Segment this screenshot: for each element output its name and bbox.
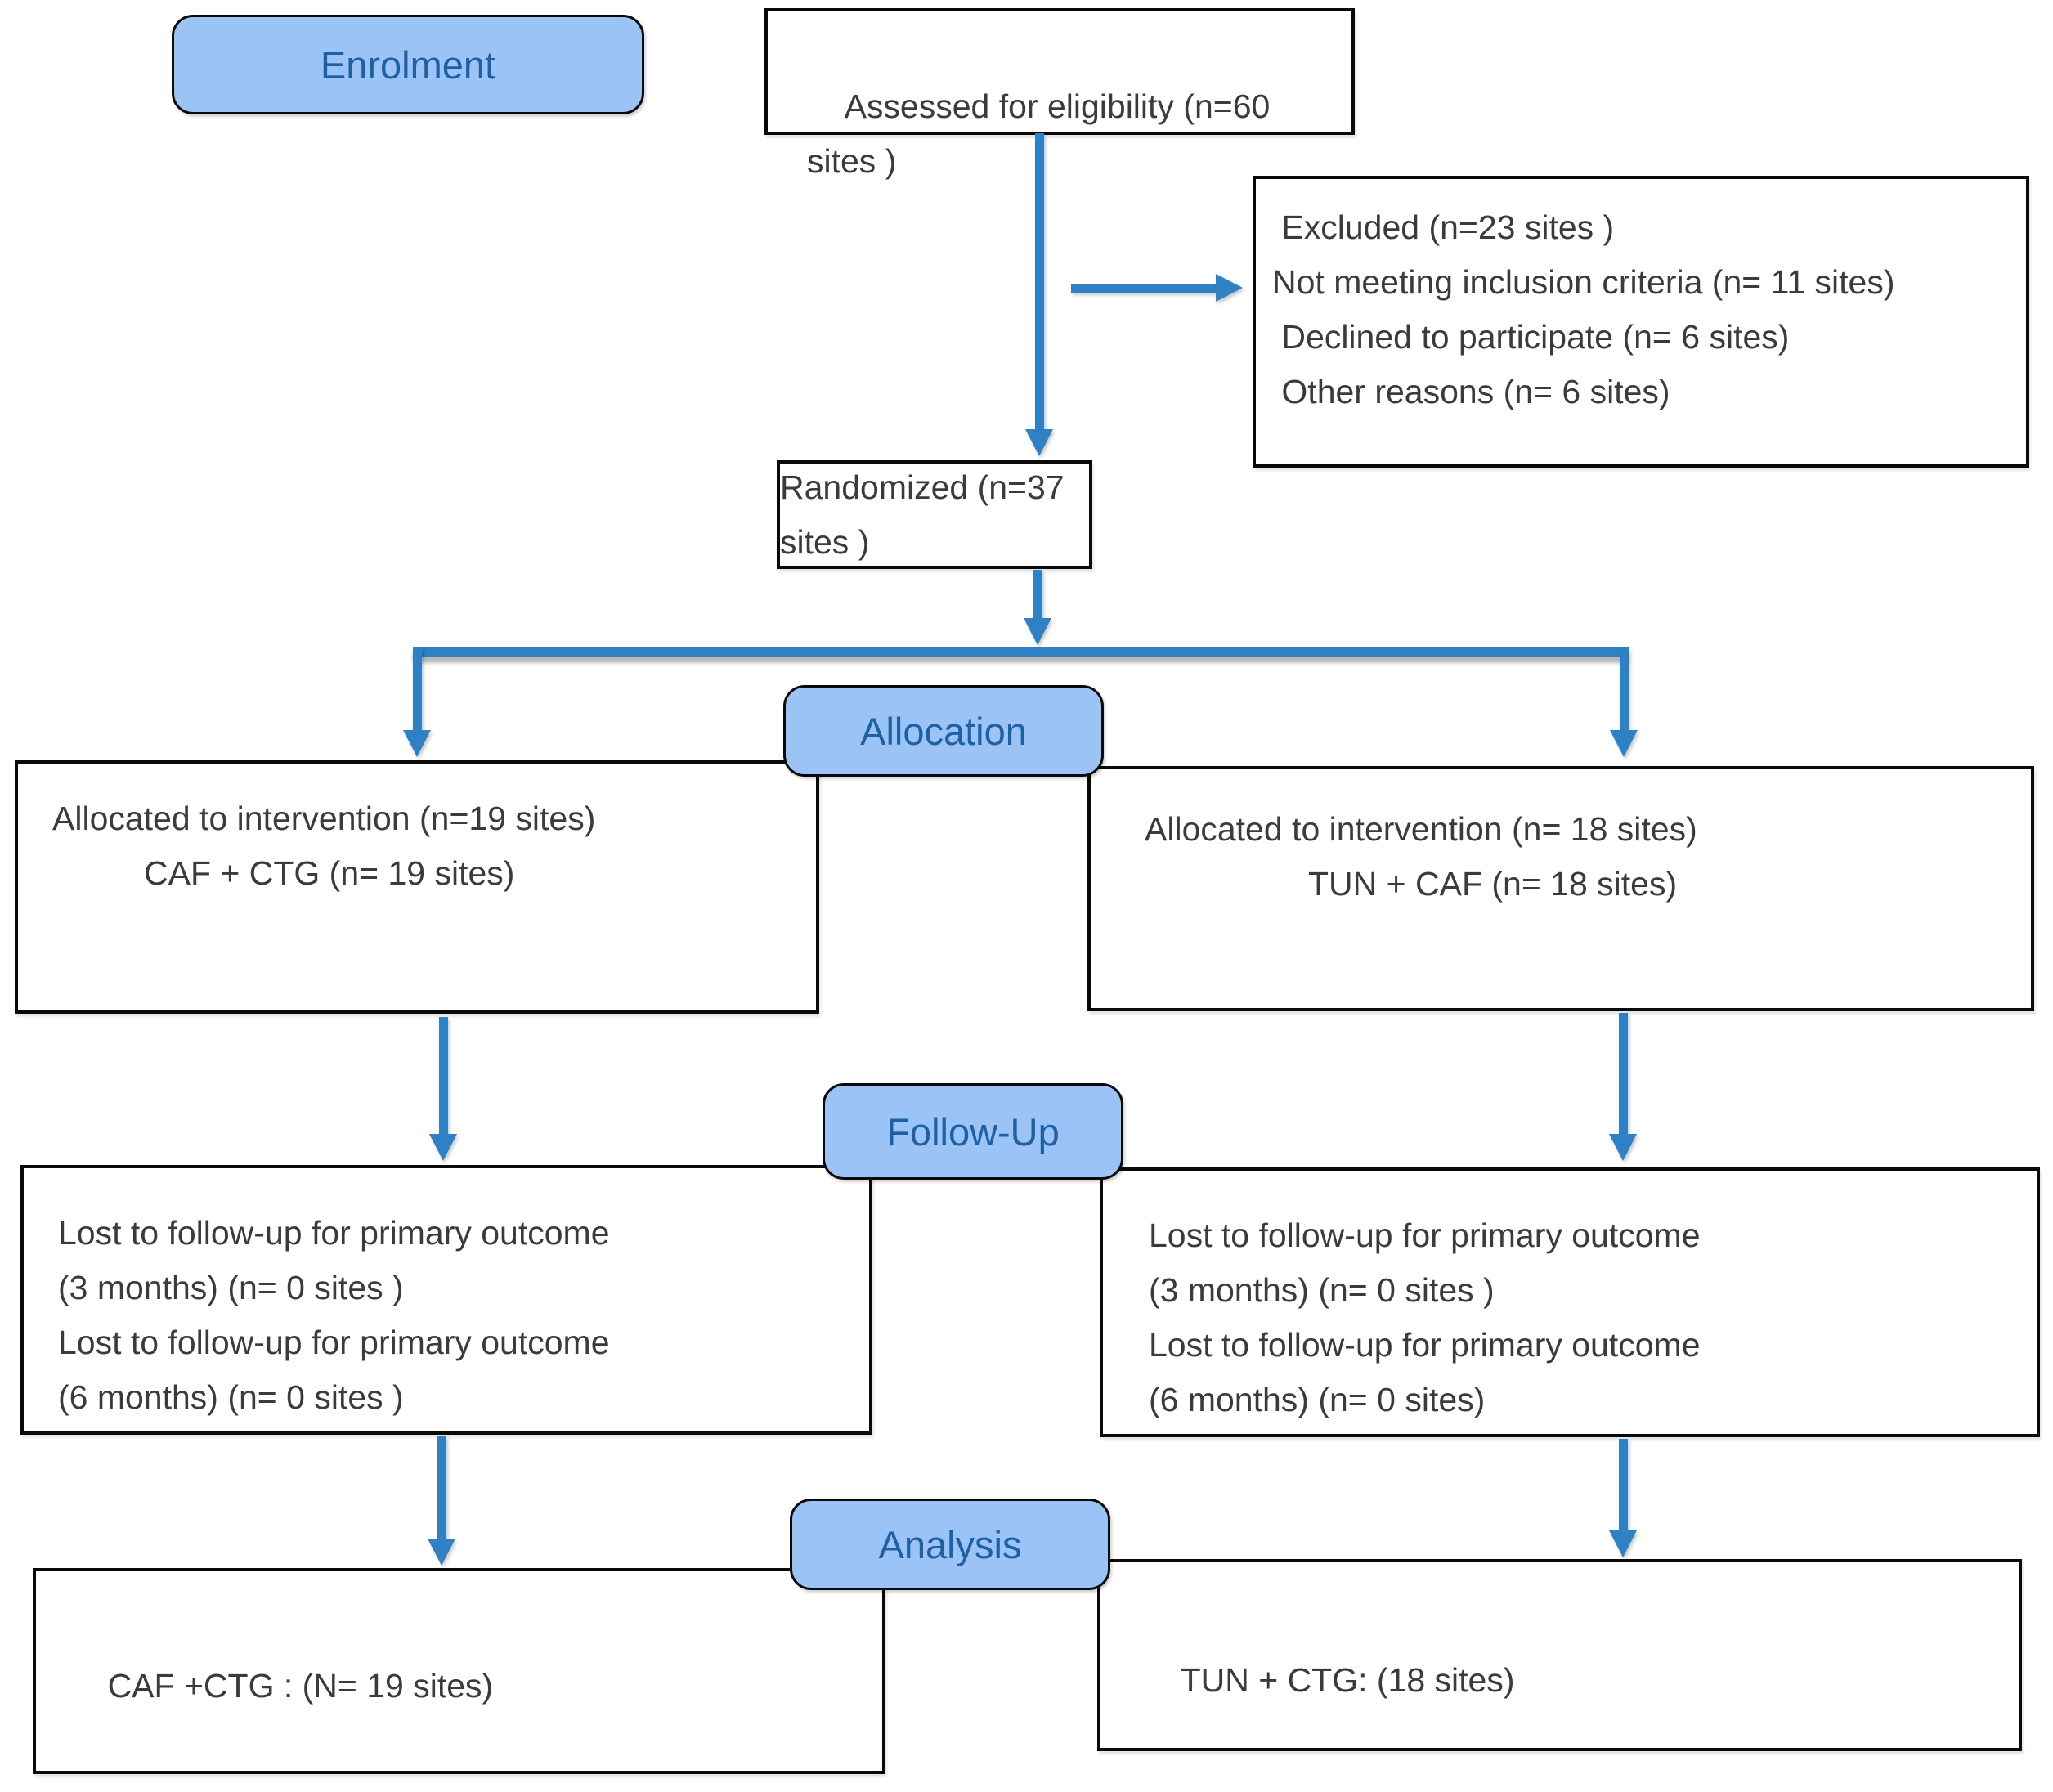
arrow-head-icon [1024,618,1051,645]
box-text-line: (3 months) (n= 0 sites ) [1149,1271,1495,1309]
box-text-line: (6 months) (n= 0 sites) [1149,1381,1486,1418]
analysis-right-box: TUN + CTG: (18 sites) [1097,1559,2022,1751]
box-text-line: (6 months) (n= 0 sites ) [58,1378,404,1416]
arrow-stem [437,1436,446,1541]
box-text-line: CAF + CTG (n= 19 sites) [144,854,515,892]
box-text-line: Other reasons (n= 6 sites) [1272,373,1670,410]
arrow-allocation-right-to-followup [1609,1013,1638,1161]
arrow-stem [439,1017,448,1136]
arrow-stem [1620,647,1629,732]
analysis-left-box-text: CAF +CTG : (N= 19 sites) [107,1667,494,1705]
randomized-box-text: Randomized (n=37 sites ) [780,468,1074,561]
allocation-left-box: Allocated to intervention (n=19 sites) CA… [15,760,819,1014]
box-text-line: Lost to follow-up for primary outcome [58,1214,610,1252]
analysis-label-text: Analysis [878,1522,1022,1566]
enrolment-label-text: Enrolment [320,43,496,87]
arrow-assessed-to-randomized [1025,133,1054,456]
box-text-line: Not meeting inclusion criteria (n= 11 si… [1272,263,1895,301]
arrow-allocation-left-to-followup [429,1017,458,1161]
assessed-box-text: Assessed for eligibility (n=60 sites ) [807,87,1280,180]
arrow-head-icon [1609,1530,1637,1557]
allocation-label-text: Allocation [860,709,1027,753]
allocation-label: Allocation [783,685,1104,777]
arrow-head-icon [1025,429,1053,456]
arrow-head-icon [429,1134,457,1161]
arrow-head-icon [1609,1134,1637,1161]
box-text-line: TUN + CAF (n= 18 sites) [1308,865,1678,903]
excluded-box: Excluded (n=23 sites ) Not meeting inclus… [1253,176,2029,468]
arrow-stem [1619,1439,1628,1533]
allocation-right-box: Allocated to intervention (n= 18 sites) T… [1087,766,2034,1011]
arrow-followup-left-to-analysis [428,1436,456,1566]
box-text-line: Allocated to intervention (n=19 sites) [52,800,596,837]
arrow-stem [413,647,422,732]
branch-left-arrow [403,647,432,757]
arrow-head-icon [428,1539,455,1566]
box-text-line: Lost to follow-up for primary outcome [58,1324,610,1361]
arrow-head-icon [403,730,431,757]
arrow-stem [1035,133,1044,432]
enrolment-label: Enrolment [172,15,644,114]
arrow-head-icon [1610,730,1638,757]
arrow-head-icon [1216,274,1243,302]
analysis-left-box: CAF +CTG : (N= 19 sites) [33,1568,885,1774]
analysis-right-box-text: TUN + CTG: (18 sites) [1180,1661,1515,1699]
arrow-to-excluded [1071,274,1243,302]
box-text-line: Excluded (n=23 sites ) [1272,208,1615,246]
arrow-stem [1071,284,1218,293]
randomized-box: Randomized (n=37 sites ) [777,460,1092,569]
arrow-followup-right-to-analysis [1609,1439,1638,1557]
box-text-line: Allocated to intervention (n= 18 sites) [1145,810,1697,848]
box-text-line: Lost to follow-up for primary outcome [1149,1326,1701,1364]
arrow-randomized-to-branch [1024,570,1052,645]
assessed-box: Assessed for eligibility (n=60 sites ) [764,8,1355,180]
followup-label: Follow-Up [823,1083,1123,1180]
followup-left-box: Lost to follow-up for primary outcome (3 … [20,1165,872,1435]
followup-label-text: Follow-Up [886,1109,1060,1154]
branch-right-arrow [1610,647,1638,757]
branch-line [413,647,1629,657]
analysis-label: Analysis [790,1499,1110,1590]
followup-right-box: Lost to follow-up for primary outcome (3 … [1100,1167,2040,1437]
box-text-line: Lost to follow-up for primary outcome [1149,1216,1701,1254]
box-text-line: Declined to participate (n= 6 sites) [1272,318,1790,356]
arrow-stem [1619,1013,1628,1136]
arrow-stem [1033,570,1042,620]
box-text-line: (3 months) (n= 0 sites ) [58,1269,404,1306]
